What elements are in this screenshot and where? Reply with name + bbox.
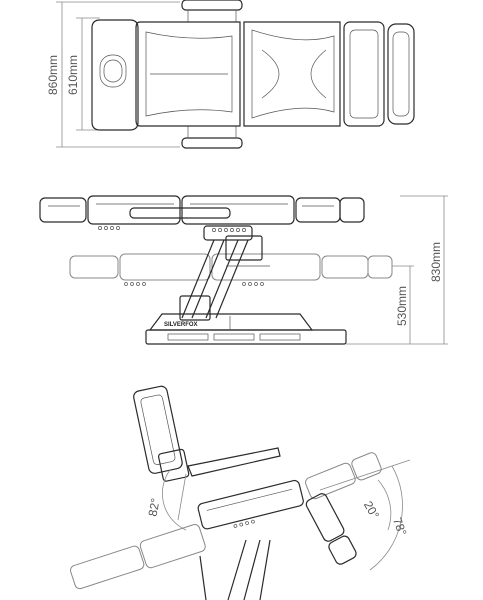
seat-side (181, 195, 295, 225)
armrest-top (181, 0, 243, 11)
angle-view-diagram: 82° 20° 78° (70, 385, 411, 600)
legrest (343, 21, 385, 127)
chair-base: SILVERFOX (145, 313, 347, 345)
legrest-down (305, 493, 357, 565)
min-height-label: 530mm (395, 286, 409, 326)
brand-label: SILVERFOX (164, 322, 198, 328)
footrest (387, 23, 415, 125)
armrest-bottom (181, 137, 243, 149)
footrest-side (339, 197, 365, 223)
lowered-position (69, 253, 393, 286)
backrest-side (87, 195, 181, 225)
armrest-angled (187, 447, 281, 477)
angle-arcs (161, 459, 411, 571)
backrest (135, 21, 241, 127)
outer-width-label: 860mm (46, 55, 60, 95)
legrest-extended (305, 452, 382, 500)
armrest-side (129, 207, 231, 219)
side-view-diagram: SILVERFOX 530mm 830mm (39, 195, 448, 345)
upright-backrest (133, 385, 190, 482)
lift-mechanism (179, 235, 270, 321)
control-buttons-upper (98, 226, 246, 232)
backrest-angle-label: 82° (146, 497, 163, 518)
legrest-side (295, 197, 341, 223)
width-dimension-lines (56, 1, 180, 148)
top-view-diagram: 860mm 610mm (46, 0, 415, 149)
headrest (91, 19, 139, 131)
legrest-large-angle-label: 78° (390, 516, 409, 538)
face-hole (99, 54, 127, 88)
raised-position (39, 195, 365, 241)
reclined-backrest (70, 524, 206, 590)
max-height-label: 830mm (429, 242, 443, 282)
headrest-side (39, 197, 87, 223)
seat-angled (197, 479, 304, 530)
base-column (227, 539, 247, 600)
height-dimension-lines (346, 195, 448, 345)
seat (243, 21, 341, 127)
legrest-small-angle-label: 20° (361, 499, 382, 522)
inner-width-label: 610mm (66, 55, 80, 95)
